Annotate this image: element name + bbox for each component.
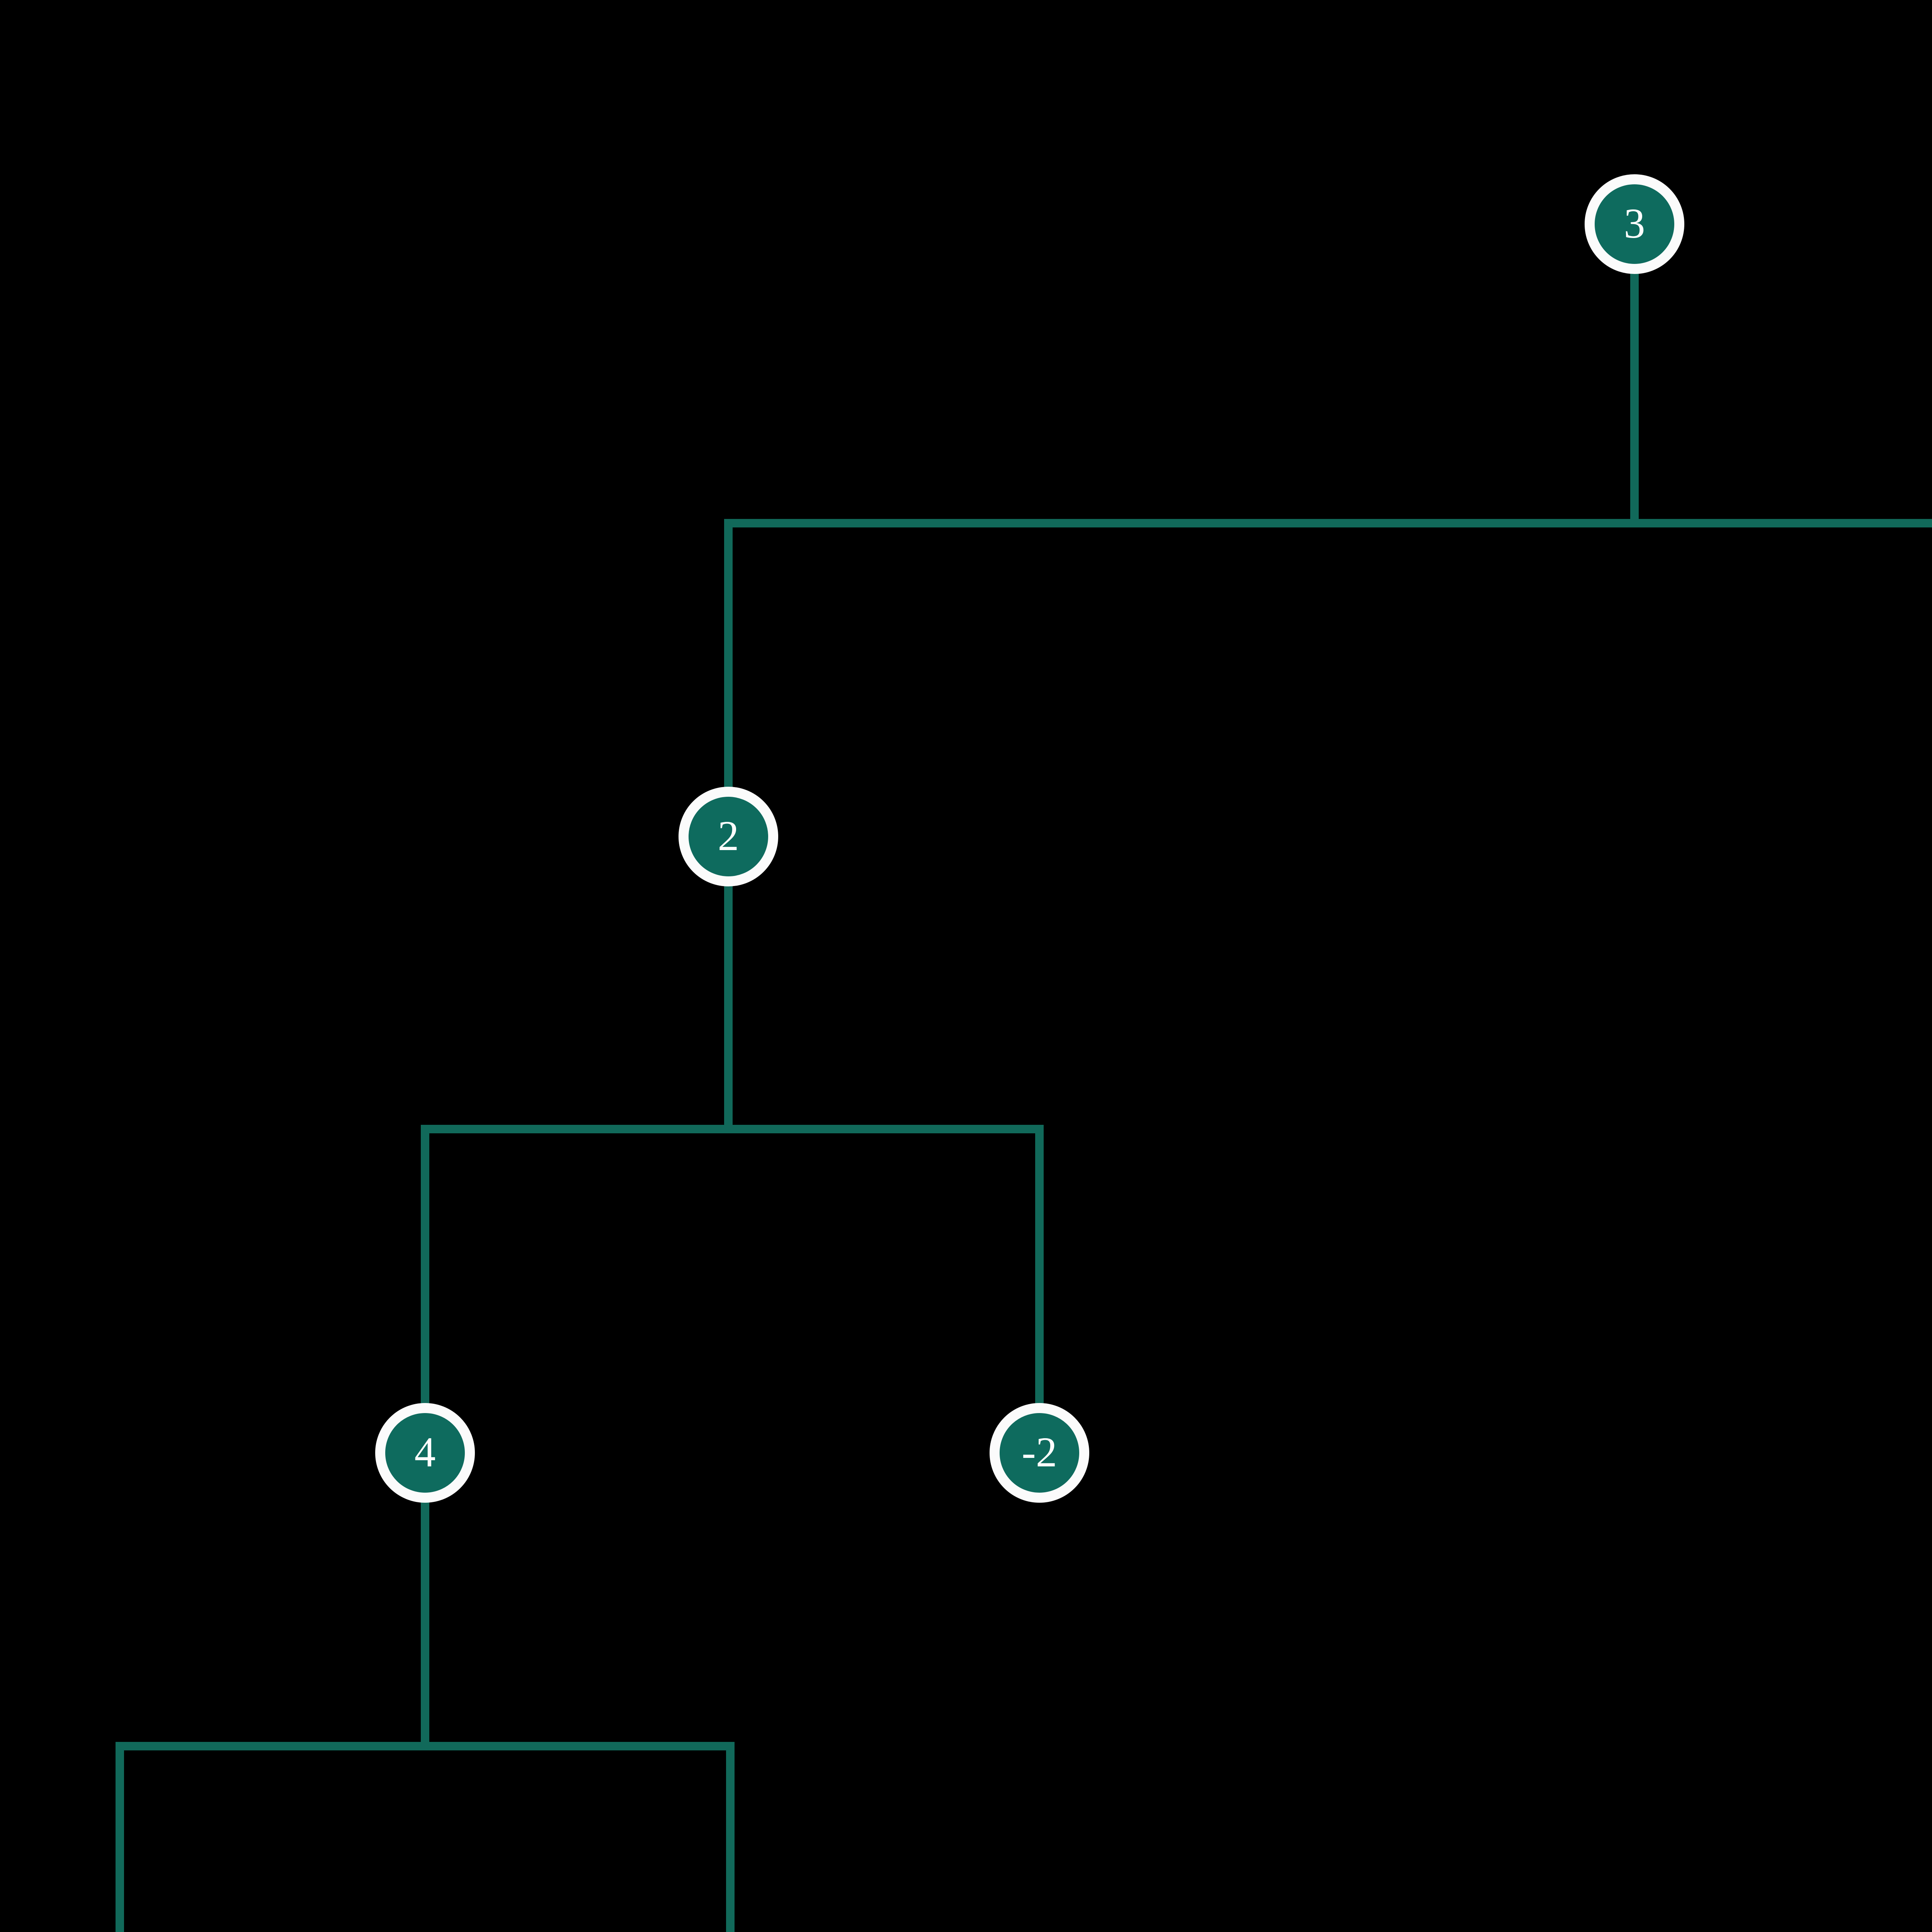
tree-edges [116, 264, 1932, 1932]
tree-node-label: 3 [1624, 199, 1645, 247]
edge-stem-parent-n3 [421, 1493, 429, 1750]
edge-stem-child-n7 [116, 1742, 124, 1932]
edge-stem-child-n4 [1035, 1125, 1044, 1413]
tree-node-label: 4 [414, 1428, 436, 1476]
tree-node-label: 2 [718, 812, 739, 859]
edge-bar-n1 [421, 1125, 1044, 1133]
tree-node-label: -2 [1022, 1428, 1057, 1476]
edge-stem-child-n3 [421, 1125, 429, 1413]
tree-node[interactable]: -2 [990, 1403, 1089, 1503]
tree-node[interactable]: 3 [1585, 174, 1684, 274]
tree-node[interactable]: 2 [679, 787, 778, 886]
edge-stem-child-n8 [726, 1742, 735, 1932]
edge-bar-n0 [724, 519, 1932, 527]
edge-stem-child-n1 [724, 519, 733, 797]
edge-stem-parent-n1 [724, 876, 733, 1133]
edge-bar-n3 [116, 1742, 735, 1750]
edge-stem-parent-n0 [1630, 264, 1639, 527]
tree-node[interactable]: 4 [375, 1403, 475, 1503]
